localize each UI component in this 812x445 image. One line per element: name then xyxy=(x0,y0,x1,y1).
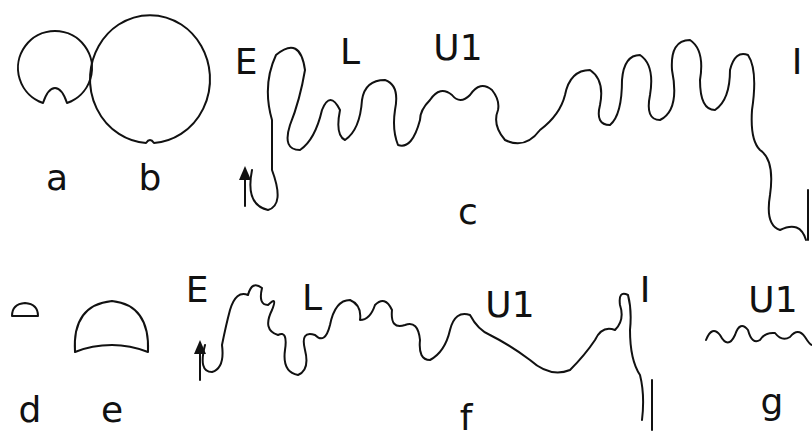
figure-letter: a xyxy=(46,160,68,196)
lobe-label: E xyxy=(235,44,258,80)
lobe-label: L xyxy=(340,34,360,70)
edge-mark xyxy=(651,380,653,430)
lobe-label: I xyxy=(640,272,651,308)
whorl-section xyxy=(90,15,210,143)
suture-line xyxy=(250,40,806,240)
arrow-head xyxy=(239,166,251,180)
figure-letter: c xyxy=(458,194,478,230)
figure-letter: d xyxy=(19,392,42,428)
arrow-head xyxy=(194,340,206,354)
direction-arrow xyxy=(199,350,201,380)
lobe-label: U1 xyxy=(433,30,482,66)
whorl-section xyxy=(75,301,148,352)
lobe-label: L xyxy=(302,280,322,316)
lobe-label: U1 xyxy=(748,282,797,318)
figure-letter: b xyxy=(139,160,162,196)
suture-line xyxy=(706,326,812,345)
direction-arrow xyxy=(244,176,246,206)
whorl-section xyxy=(18,31,92,103)
lobe-label: U1 xyxy=(485,287,534,323)
edge-mark xyxy=(807,190,809,240)
lobe-label: I xyxy=(792,44,803,80)
figure-letter: e xyxy=(101,392,123,428)
lobe-label: E xyxy=(186,272,209,308)
figure-letter: f xyxy=(460,400,473,436)
suture-line xyxy=(203,285,643,420)
figure-letter: g xyxy=(761,384,784,420)
whorl-section xyxy=(12,303,38,316)
